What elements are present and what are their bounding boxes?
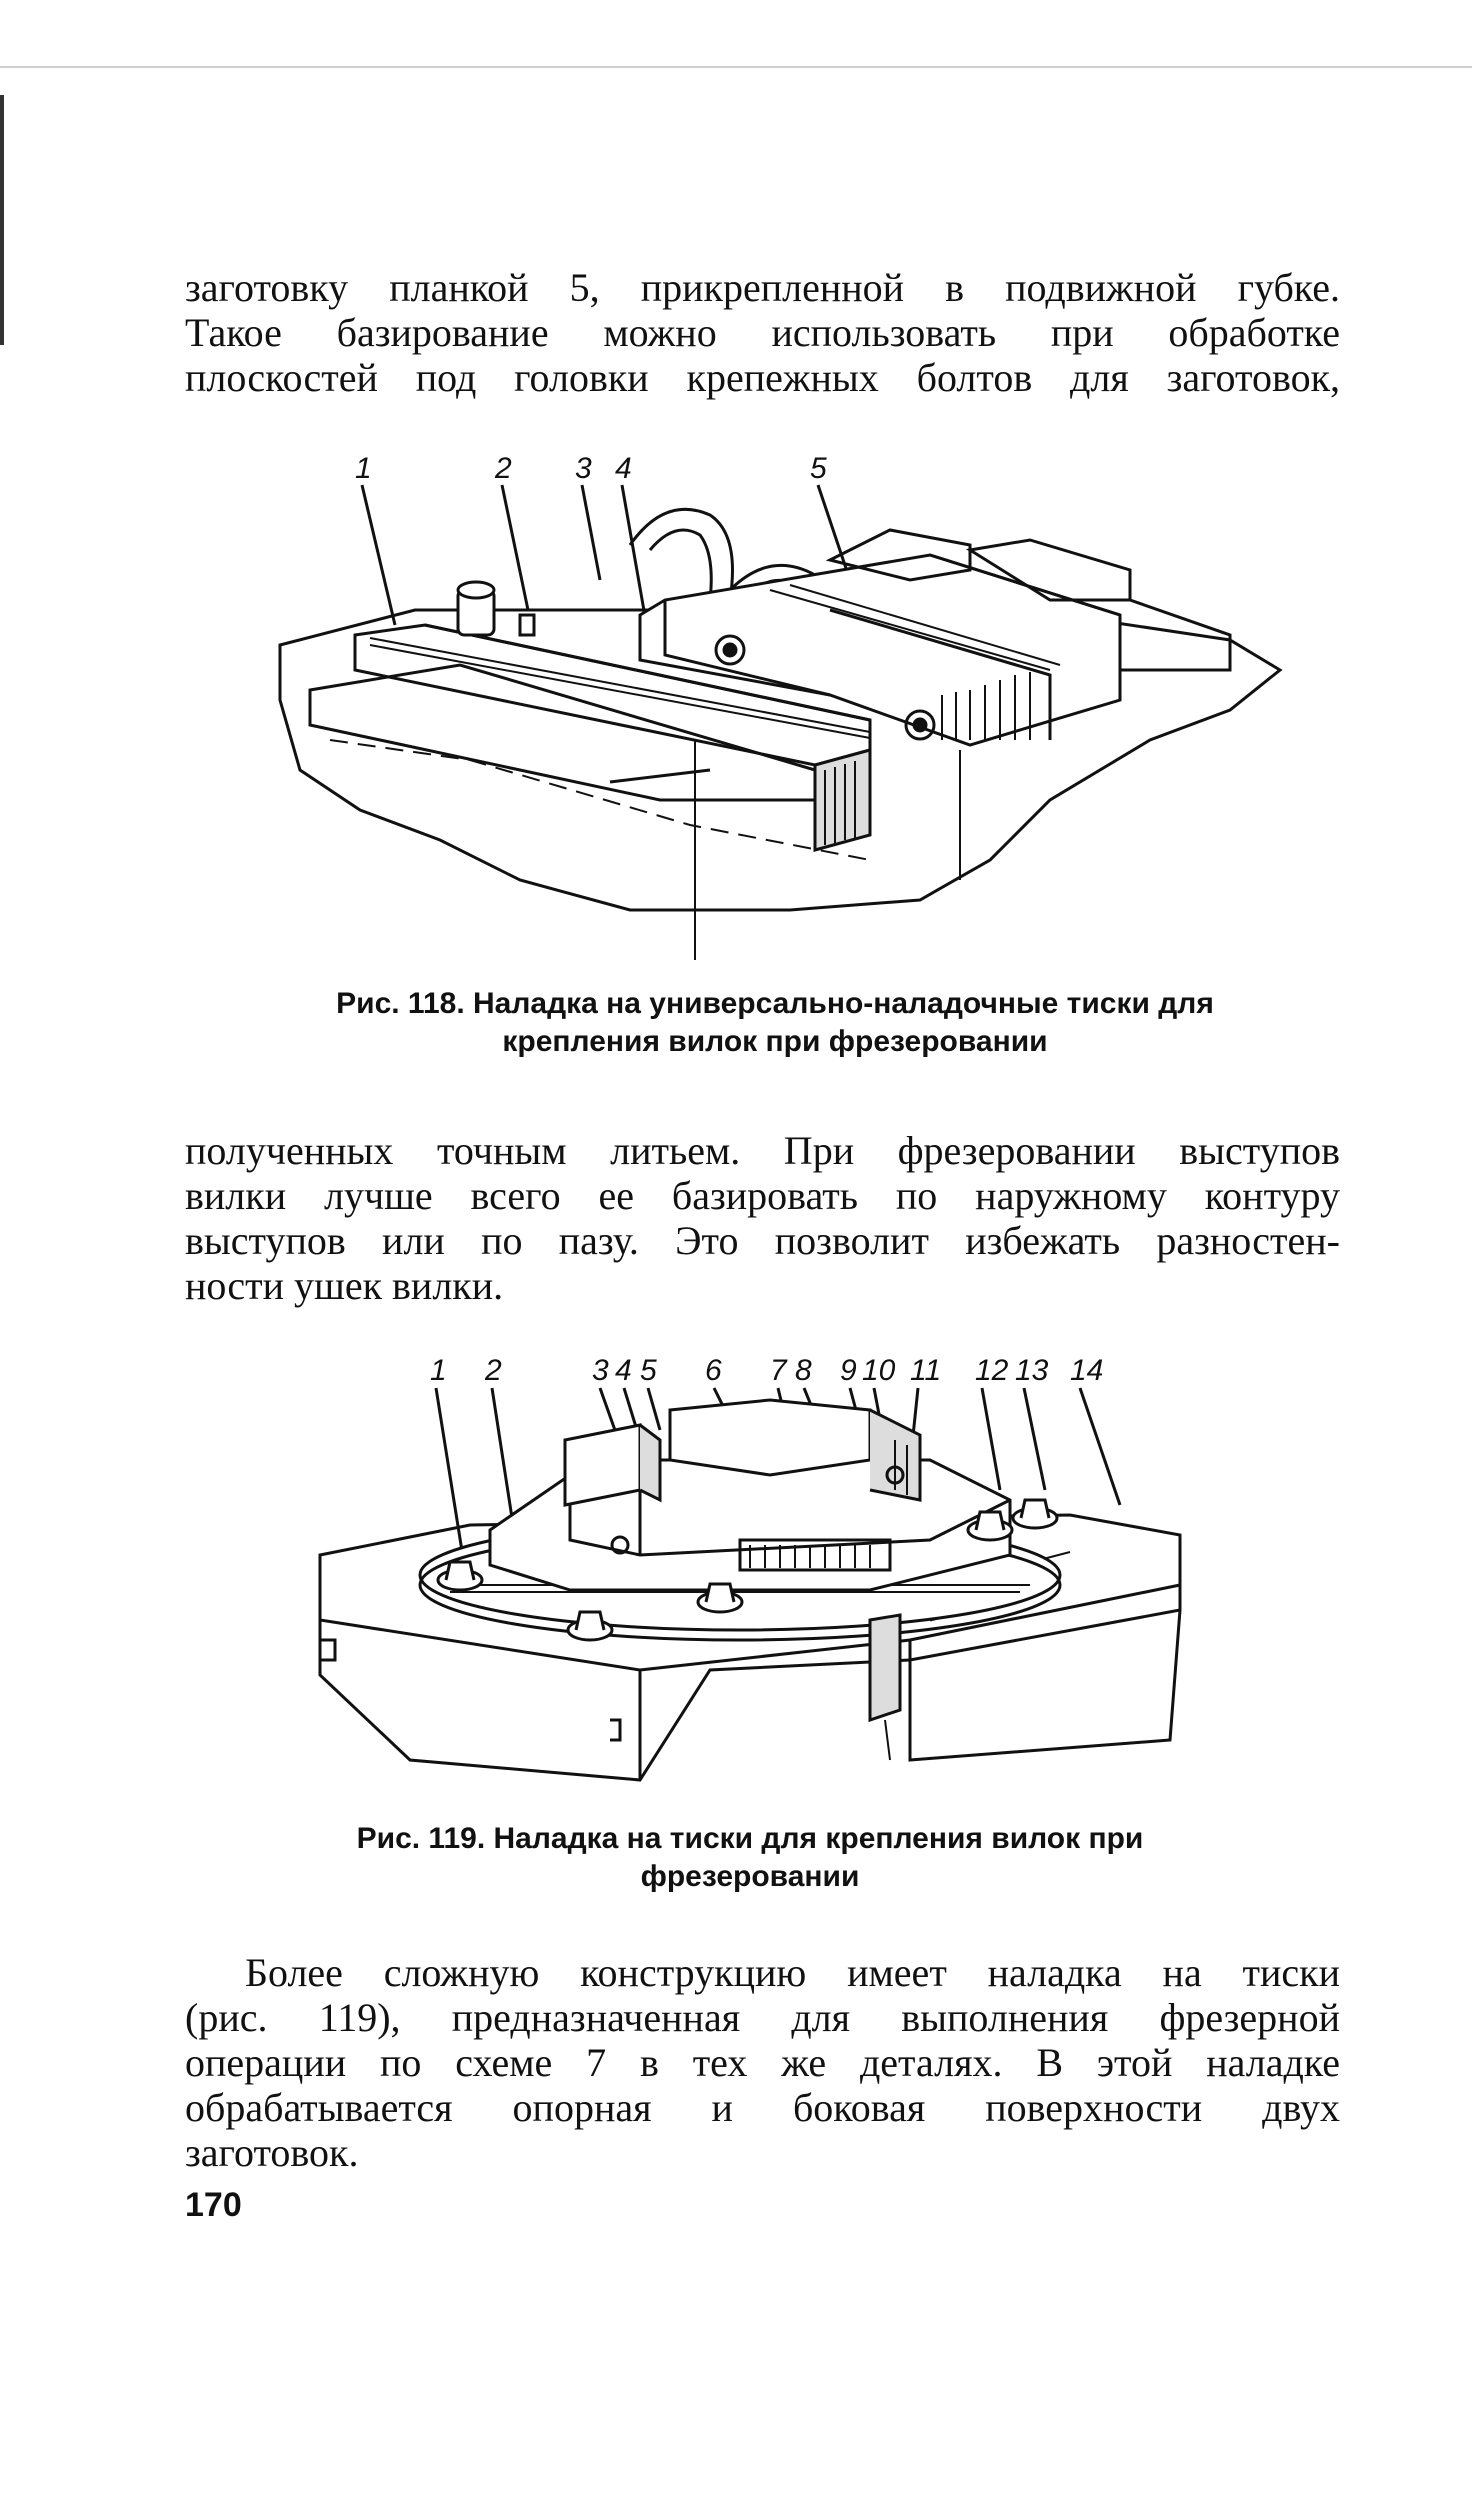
paragraph-3-line-3: операции по схеме 7 в тех же деталях. В … [185,2040,1340,2085]
paragraph-3: Более сложную конструкцию имеет наладка … [185,1950,1340,2175]
paragraph-2-line-2: вилки лучше всего ее базировать по наруж… [185,1173,1340,1218]
figure-119-caption: Рис. 119. Наладка на тиски для крепления… [300,1820,1200,1896]
figure-119-caption-line-1: Рис. 119. Наладка на тиски для крепления… [356,1822,1144,1855]
fig118-callout-1: 1 [355,452,372,485]
fig119-callout-11: 11 [910,1354,941,1387]
scan-artifact-left-edge [0,95,4,345]
paragraph-2-line-3: выступов или по пазу. Это позволит избеж… [185,1218,1340,1263]
fig119-callout-8: 8 [795,1354,812,1387]
figure-118-drawing: 1 2 3 4 5 [278,452,1283,960]
paragraph-3-line-1: Более сложную конструкцию имеет наладка … [245,1950,1340,1995]
paragraph-2: полученных точным литьем. При фрезерован… [185,1128,1340,1308]
fig118-callout-5: 5 [810,452,827,485]
figure-118: 1 2 3 4 5 [270,440,1290,960]
fig119-callout-14: 14 [1070,1354,1103,1387]
figure-119-caption-line-2: фрезеровании [640,1860,860,1893]
figure-119-drawing: 1 2 3 4 5 6 7 8 9 10 11 12 13 14 [318,1354,1182,1782]
paragraph-1-line-1: заготовку планкой 5, прикрепленной в под… [185,265,1340,310]
paragraph-1-line-3: плоскостей под головки крепежных болтов … [185,355,1340,400]
figure-119: 1 2 3 4 5 6 7 8 9 10 11 12 13 14 [310,1340,1210,1790]
figure-118-caption-line-1: Рис. 118. Наладка на универсально-наладо… [336,987,1214,1020]
fig119-callout-2: 2 [484,1354,502,1387]
fig119-callout-9: 9 [840,1354,857,1387]
fig119-callout-1: 1 [430,1354,447,1387]
scan-artifact-top [0,66,1472,68]
page-number: 170 [185,2186,242,2224]
figure-118-caption-line-2: крепления вилок при фрезеровании [502,1025,1048,1058]
figure-118-caption: Рис. 118. Наладка на универсально-наладо… [245,985,1305,1061]
fig119-callout-3: 3 [592,1354,609,1387]
fig119-callout-5: 5 [640,1354,657,1387]
paragraph-3-line-5: заготовок. [185,2130,359,2175]
paragraph-3-line-4: обрабатывается опорная и боковая поверхн… [185,2085,1340,2130]
fig118-callout-2: 2 [494,452,512,485]
paragraph-3-line-2: (рис. 119), предназначенная для выполнен… [185,1995,1340,2040]
paragraph-1: заготовку планкой 5, прикрепленной в под… [185,265,1340,400]
fig119-callout-10: 10 [862,1354,896,1387]
fig118-callout-3: 3 [575,452,592,485]
paragraph-1-line-2: Такое базирование можно использовать при… [185,310,1340,355]
fig119-callout-6: 6 [705,1354,722,1387]
fig119-callout-4: 4 [615,1354,632,1387]
fig119-callout-13: 13 [1015,1354,1049,1387]
fig119-callout-12: 12 [975,1354,1009,1387]
paragraph-2-line-1: полученных точным литьем. При фрезерован… [185,1128,1340,1173]
fig119-callout-7: 7 [770,1354,788,1387]
paragraph-2-line-4: ности ушек вилки. [185,1263,504,1308]
fig118-callout-4: 4 [615,452,632,485]
